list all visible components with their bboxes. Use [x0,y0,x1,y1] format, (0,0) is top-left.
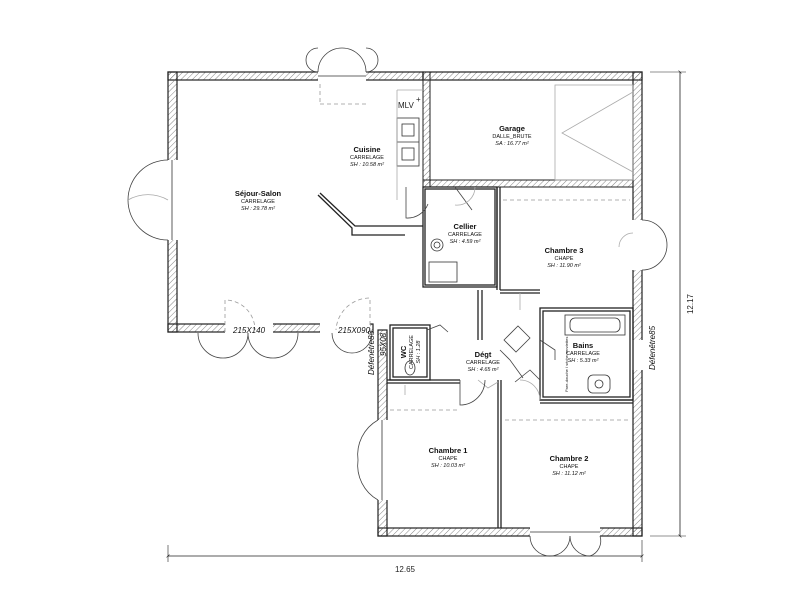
room-area: SH : 5.33 m² [568,358,599,364]
room-floor: CARRELAGE [241,199,275,205]
width-value: 12.65 [395,565,416,574]
room-area: SA : 16.77 m² [495,141,529,147]
room-cellier: Cellier CARRELAGE SH : 4.59 m² [448,222,482,245]
room-area: SH : 10.58 m² [350,162,384,168]
room-floor: CHAPE [560,464,579,470]
room-name: WC [399,345,408,358]
room-name: Chambre 1 [429,446,468,455]
interior-walls [317,186,634,528]
room-name: Séjour-Salon [235,189,282,198]
room-degt: Dégt CARRELAGE SH : 4.65 m² [466,350,500,373]
room-garage: Garage DALLE_BRUTE SA : 16.77 m² [492,124,531,147]
room-chambre2: Chambre 2 CHAPE SH : 11.12 m² [550,454,589,477]
window-swings [127,47,668,557]
opening-vertical: 95X08 [379,332,388,356]
height-value: 12.17 [686,293,695,314]
mlv-mark: + [416,95,421,104]
room-floor: CARRELAGE [566,351,600,357]
openings [167,71,643,537]
defenetre-right: Défenêtre85 [648,325,657,370]
room-area: SH : 10.03 m² [431,463,465,469]
room-name: Garage [499,124,525,133]
room-area: SH : 29.78 m² [241,206,275,212]
room-floor: CHAPE [439,456,458,462]
room-name: Cellier [454,222,477,231]
room-name: Chambre 3 [545,246,584,255]
room-floor: CARRELAGE [448,232,482,238]
dimension-height: 12.17 [650,70,695,538]
room-floor: CARRELAGE [350,155,384,161]
room-floor: CHAPE [555,256,574,262]
room-area: SH : 4.65 m² [468,367,499,373]
opening-215x090: 215X090 [337,326,371,335]
room-area: SH : 11.90 m² [547,263,581,269]
opening-215x140: 215X140 [232,326,266,335]
room-bains: Bains CARRELAGE SH : 5.33 m² [566,341,600,364]
room-area: SH : 1.28 [416,340,422,364]
defenetre-left: Défenêtre85 [367,330,376,375]
room-floor: CARRELAGE [409,335,415,369]
room-name: Dégt [475,350,492,359]
room-wc: WC CARRELAGE SH : 1.28 [399,335,422,369]
room-name: Bains [573,341,593,350]
room-chambre3: Chambre 3 CHAPE SH : 11.90 m² [545,246,584,269]
misc-labels: MLV + 215X140 215X090 Défenêtre85 95X08 … [232,95,657,392]
interior-doors [319,84,634,421]
dimension-width: 12.65 [166,540,644,574]
room-area: SH : 4.59 m² [450,239,481,245]
room-chambre1: Chambre 1 CHAPE SH : 10.03 m² [429,446,468,469]
room-cuisine: Cuisine CARRELAGE SH : 10.58 m² [350,145,384,168]
shower-note: Pare-douche / sèche-serviettes [564,337,569,392]
room-floor: DALLE_BRUTE [492,134,531,140]
room-name: Chambre 2 [550,454,589,463]
room-area: SH : 11.12 m² [552,471,586,477]
room-name: Cuisine [353,145,380,154]
room-floor: CARRELAGE [466,360,500,366]
room-sejour: Séjour-Salon CARRELAGE SH : 29.78 m² [235,189,282,212]
mlv-label: MLV [398,101,415,110]
